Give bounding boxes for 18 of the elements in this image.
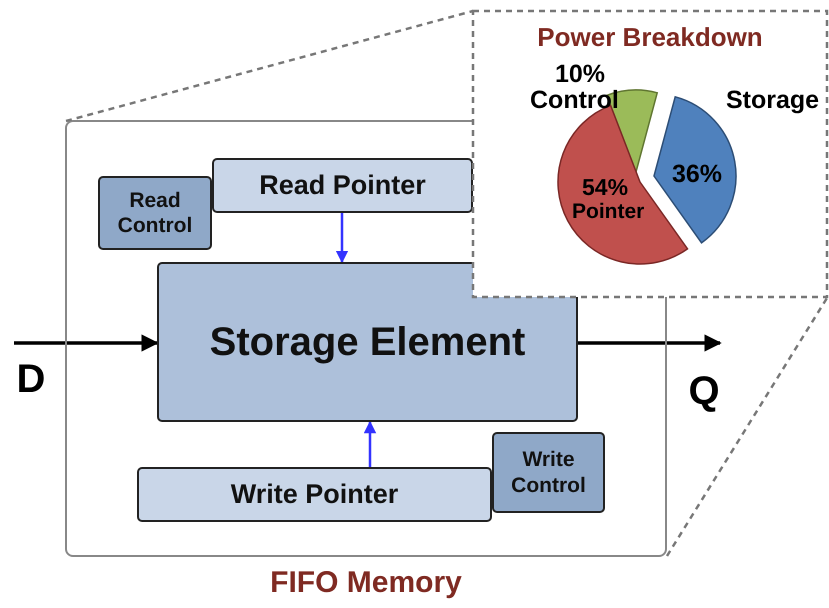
arrow (336, 213, 348, 264)
value-label: 10% (555, 60, 606, 89)
storage-box: Storage Element (157, 262, 578, 422)
arrow (578, 334, 722, 352)
arrow (364, 420, 376, 467)
arrow (14, 334, 159, 352)
input-label: D (14, 357, 48, 401)
value-label: 36% (672, 160, 722, 189)
chart-title: Power Breakdown (536, 22, 764, 53)
value-label: 54% (582, 174, 628, 201)
category-label: Storage (726, 86, 820, 115)
category-label: Pointer (572, 200, 644, 224)
control-box: Write Control (492, 432, 605, 513)
pointer-box: Read Pointer (212, 158, 473, 213)
pointer-box: Write Pointer (137, 467, 492, 522)
control-box: Read Control (98, 176, 212, 250)
module-title: FIFO Memory (269, 565, 463, 601)
output-label: Q (686, 369, 722, 413)
